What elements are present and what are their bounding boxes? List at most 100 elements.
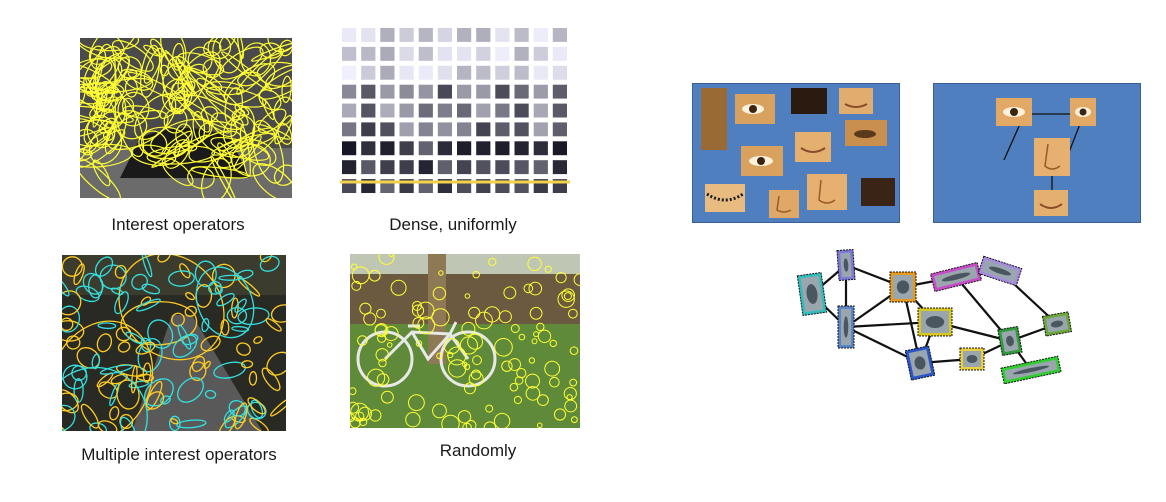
face-parts-bag-figure — [701, 88, 895, 218]
interest-point-ellipse — [216, 293, 235, 307]
grid-patch — [342, 65, 357, 80]
interest-point-ellipse — [281, 75, 292, 103]
random-sample-circle — [350, 413, 355, 423]
grid-patch — [457, 84, 472, 99]
grid-patch — [399, 160, 414, 175]
grid-patch — [399, 28, 414, 42]
interest-point-ellipse — [62, 366, 148, 431]
random-sample-circle — [528, 357, 536, 364]
random-sample-circle — [518, 333, 526, 341]
random-sample-circle — [555, 272, 567, 284]
interest-point-ellipse — [151, 134, 208, 168]
interest-point-ellipse — [233, 135, 262, 171]
grid-patch — [514, 84, 529, 99]
interest-point-ellipse — [119, 416, 137, 431]
interest-point-ellipse — [94, 256, 114, 277]
grid-patch — [476, 103, 491, 118]
interest-operators-figure — [80, 38, 292, 198]
random-sample-circle — [363, 312, 377, 326]
grid-patch — [361, 65, 376, 80]
grid-patch — [552, 160, 567, 175]
car-part-thumbnail-icon — [929, 261, 983, 293]
interest-point-ellipse — [142, 362, 152, 383]
random-sample-circle — [564, 399, 578, 413]
grid-patch — [552, 28, 567, 42]
interest-point-ellipse — [237, 71, 261, 87]
interest-point-ellipse — [250, 399, 264, 419]
random-sample-circle — [374, 323, 389, 338]
grid-patch — [552, 65, 567, 80]
interest-point-ellipse — [174, 142, 181, 157]
interest-point-ellipse — [161, 157, 194, 187]
interest-point-ellipse — [188, 130, 242, 163]
random-sample-circle — [536, 322, 545, 332]
interest-point-ellipse — [200, 335, 221, 352]
random-sample-circle — [533, 331, 540, 338]
grid-patch — [342, 122, 357, 137]
grid-patch — [495, 103, 510, 118]
interest-point-ellipse — [114, 291, 129, 315]
grid-patch — [380, 122, 395, 137]
random-sample-circle — [472, 271, 480, 279]
face-constellation-figure — [996, 98, 1096, 216]
interest-point-ellipse — [99, 364, 133, 375]
interest-point-ellipse — [62, 404, 76, 431]
random-sample-circle — [438, 270, 444, 276]
grid-patch — [476, 84, 491, 99]
grid-patch — [361, 141, 376, 156]
grid-patch — [418, 28, 433, 42]
grid-patch — [495, 122, 510, 137]
mouth-patch-icon — [1034, 190, 1068, 216]
car-part-thumbnail-icon — [959, 347, 985, 371]
random-sample-circle — [408, 394, 425, 412]
random-sample-circle — [561, 288, 575, 303]
interest-point-ellipse — [237, 38, 244, 59]
interest-point-ellipse — [180, 141, 198, 152]
interest-point-ellipse — [234, 298, 247, 313]
interest-point-ellipse — [141, 255, 153, 278]
random-sample-circle — [569, 378, 578, 387]
grid-patch — [533, 122, 548, 137]
interest-point-ellipse — [168, 415, 181, 431]
grid-patch — [361, 28, 376, 42]
caption-randomly: Randomly — [439, 441, 517, 460]
random-sampling-figure — [350, 254, 580, 428]
interest-point-ellipse — [91, 353, 101, 370]
random-sample-circle — [350, 263, 358, 270]
random-sample-circle — [457, 410, 472, 424]
random-sample-circle — [350, 401, 360, 414]
interest-point-ellipse — [274, 115, 292, 145]
interest-point-ellipse — [131, 273, 148, 291]
car-part-thumbnail-icon — [977, 255, 1023, 287]
random-sample-circle — [549, 339, 558, 348]
hair-patch-icon — [701, 88, 727, 150]
interest-point-ellipse — [89, 422, 107, 431]
interest-point-ellipse — [80, 58, 113, 80]
interest-point-ellipse — [195, 266, 255, 339]
interest-point-ellipse — [141, 283, 161, 295]
random-sample-circle — [528, 281, 543, 296]
grid-patch — [380, 141, 395, 156]
interest-point-ellipse — [134, 93, 177, 141]
grid-patch — [342, 84, 357, 99]
hair-dark-patch-icon — [861, 178, 895, 206]
face-constellation-panel — [933, 83, 1141, 223]
interest-point-ellipse — [117, 91, 150, 127]
interest-point-ellipse — [248, 371, 258, 386]
grid-patch — [342, 160, 357, 175]
random-sample-circle — [514, 376, 524, 385]
random-sample-circle — [461, 321, 476, 336]
grid-patch — [399, 65, 414, 80]
grid-patch — [476, 65, 491, 80]
grid-patch — [342, 141, 357, 156]
grid-patch — [533, 141, 548, 156]
interest-point-ellipse — [241, 360, 254, 369]
grid-patch — [514, 65, 529, 80]
interest-point-ellipse — [89, 52, 130, 95]
random-sample-circle — [503, 286, 517, 300]
random-sample-circle — [513, 395, 522, 405]
interest-point-ellipse — [253, 336, 263, 344]
grid-patch — [514, 28, 529, 42]
interest-point-ellipse — [203, 40, 222, 57]
random-sample-circle — [411, 304, 425, 317]
